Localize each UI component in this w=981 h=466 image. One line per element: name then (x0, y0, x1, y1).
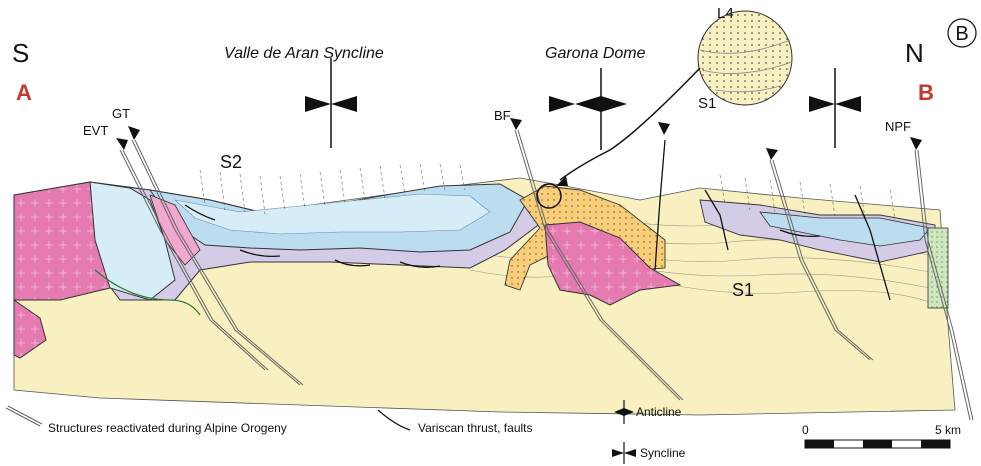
inset-pointer-arrow (560, 68, 700, 180)
aran-syncline-label: Valle de Aran Syncline (224, 45, 384, 62)
garona-dome-label: Garona Dome (545, 45, 646, 62)
legend-alpine-symbol (6, 408, 40, 426)
fault-label-gt: GT (112, 106, 130, 121)
south-label: S (12, 38, 29, 68)
anticline-symbol-garona (549, 68, 627, 150)
legend-alpine-label: Structures reactivated during Alpine Oro… (48, 421, 287, 435)
panel-label: B (955, 23, 968, 45)
legend-syncline-symbol (612, 442, 636, 464)
legend-variscan-label: Variscan thrust, faults (418, 421, 533, 435)
endpoint-b: B (918, 80, 934, 105)
legend-syncline-label: Syncline (640, 446, 686, 460)
north-label: N (905, 38, 924, 68)
inset-pointer-arrowhead (556, 176, 568, 186)
fault-label-evt: EVT (83, 123, 108, 138)
legend-anticline-label: Anticline (636, 405, 682, 419)
scale-bar: 0 5 km (802, 423, 961, 448)
endpoint-a: A (16, 80, 32, 105)
scale-five: 5 km (935, 423, 961, 437)
fault-label-npf: NPF (885, 119, 911, 134)
legend-variscan-symbol (378, 410, 410, 430)
scale-zero: 0 (802, 423, 809, 437)
green-unit (928, 228, 948, 308)
s1-main-label: S1 (732, 280, 754, 300)
s1-inset-label: S1 (698, 95, 716, 112)
syncline-symbol-north (809, 68, 861, 148)
inset-circle (698, 11, 792, 105)
s2-label: S2 (220, 152, 242, 172)
l4-label: L4 (717, 5, 734, 22)
fault-label-bf: BF (494, 108, 511, 123)
syncline-symbol-aran (305, 58, 357, 148)
